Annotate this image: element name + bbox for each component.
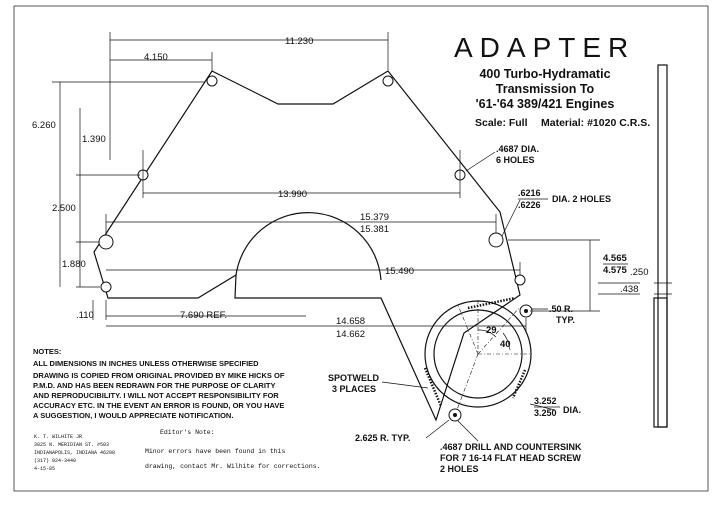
dim-438: .438 [620, 284, 639, 295]
centerline [457, 304, 479, 355]
angle-arc [477, 329, 497, 338]
countersink-center [453, 413, 457, 417]
scale-label: Scale: Full [475, 117, 528, 129]
dim-15-379: 15.379 [360, 212, 389, 223]
dim-1-390: 1.390 [82, 134, 106, 145]
angle-40: 40 [500, 339, 511, 350]
label-6-holes: 6 HOLES [496, 155, 535, 165]
dim-110: .110 [76, 310, 94, 321]
sheet-border [13, 5, 709, 492]
label-drill-3: 2 HOLES [440, 464, 479, 474]
bolt-hole [100, 281, 112, 293]
dimension-lines [52, 32, 640, 332]
material-label: Material: #1020 C.R.S. [541, 117, 650, 129]
dim-6-260: 6.260 [32, 120, 56, 131]
address-line-3: INDIANAPOLIS, INDIANA 46208 [34, 450, 115, 456]
dim-250: .250 [630, 267, 649, 278]
label-50-r: .50 R. [549, 304, 573, 314]
address-line-4: (317) 924-3440 [34, 458, 76, 464]
label-dia: DIA. [563, 405, 581, 415]
notes-line-1: ALL DIMENSIONS IN INCHES UNLESS OTHERWIS… [33, 359, 259, 368]
dim-4-150: 4.150 [144, 52, 168, 63]
bolt-hole [206, 75, 218, 87]
notes-heading: NOTES: [33, 347, 61, 356]
dim-14-658: 14.658 [336, 316, 365, 327]
label-3-places: 3 PLACES [332, 384, 376, 394]
dim-11-230: 11.230 [285, 36, 313, 47]
dim-3-252: 3.252 [534, 396, 557, 406]
title-adapter: ADAPTER [454, 32, 635, 63]
editor-note-line-1: Minor errors have been found in this [145, 448, 286, 455]
dim-6216: .6216 [518, 188, 541, 198]
spotweld-mark [467, 296, 516, 310]
label-typ: TYP. [556, 315, 575, 325]
label-2-625-r: 2.625 R. TYP. [355, 433, 410, 443]
dim-15-490: 15.490 [385, 266, 414, 277]
subtitle-line-3: '61-'64 389/421 Engines [476, 97, 615, 111]
angle-arc [502, 332, 511, 351]
dim-2-500: 2.500 [52, 203, 76, 214]
subtitle-line-1: 400 Turbo-Hydramatic [479, 67, 610, 81]
spotweld-mark [423, 367, 443, 407]
leader-lines [381, 151, 556, 442]
dim-6226: .6226 [518, 200, 541, 210]
dim-4-565: 4.565 [603, 253, 627, 264]
bolt-hole [514, 274, 526, 286]
spotweld-mark [511, 369, 527, 399]
address-line-1: K. T. WILHITE JR [34, 434, 82, 440]
label-4687-dia: .4687 DIA. [496, 144, 539, 154]
dim-14-662: 14.662 [336, 329, 365, 340]
countersink-center [524, 309, 528, 313]
editor-note-line-2: drawing, contact Mr. Wilhite for correct… [145, 463, 321, 470]
dim-4-575: 4.575 [603, 265, 627, 276]
center-cutout [235, 212, 382, 281]
notes-line-5: ACCURACY ETC. IN THE EVENT AN ERROR IS F… [33, 401, 284, 410]
dim-1-880: 1.880 [62, 259, 86, 270]
plate-outline [93, 70, 521, 422]
centerline [454, 353, 479, 416]
side-view [653, 64, 672, 428]
address-line-2: 3025 N. MERIDIAN ST. #503 [34, 442, 109, 448]
dowel-hole [98, 234, 114, 250]
notes-line-2: DRAWING IS COPIED FROM ORIGINAL PROVIDED… [33, 371, 285, 380]
notes-line-3: P.M.D. AND HAS BEEN REDRAWN FOR THE PURP… [33, 381, 276, 390]
label-drill-1: .4687 DRILL AND COUNTERSINK [440, 442, 582, 452]
notes-line-4: AND REPRODUCIBILITY. I WILL NOT ACCEPT R… [33, 391, 279, 400]
address-line-5: 4-15-85 [34, 466, 55, 472]
label-dia-2-holes: DIA. 2 HOLES [552, 194, 611, 204]
dim-15-381: 15.381 [360, 224, 389, 235]
dim-3-250: 3.250 [534, 408, 557, 418]
dim-13-990: 13.990 [278, 189, 307, 200]
angle-29: 29 [486, 325, 497, 336]
dowel-hole [488, 232, 504, 248]
bolt-hole [382, 75, 394, 87]
subtitle-line-2: Transmission To [496, 82, 595, 96]
centerline [477, 306, 521, 355]
label-spotweld: SPOTWELD [328, 373, 379, 383]
notes-line-6: A SUGGESTION, I WOULD APPRECIATE NOTIFIC… [33, 411, 233, 420]
editor-note-heading: Editor's Note: [160, 429, 215, 436]
dim-7-690-ref: 7.690 REF. [180, 310, 227, 321]
label-drill-2: FOR 7 16-14 FLAT HEAD SCREW [440, 453, 581, 463]
